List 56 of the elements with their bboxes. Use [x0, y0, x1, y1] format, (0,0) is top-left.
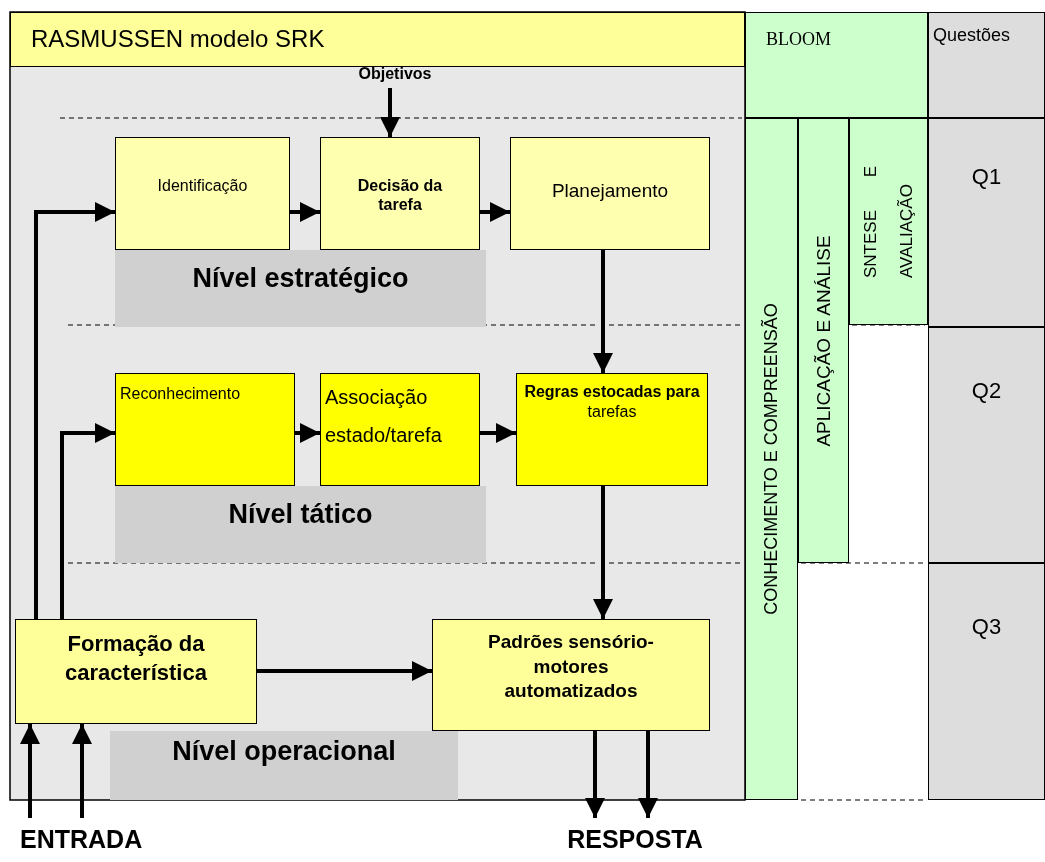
box-label: Q1 — [970, 164, 1003, 191]
arrow — [72, 724, 92, 818]
box-label: Formação da característica — [64, 630, 208, 687]
box-label: Regras estocadas para tarefas — [523, 382, 701, 422]
input-label: ENTRADA — [20, 818, 180, 858]
box-label: Q3 — [970, 614, 1003, 641]
category-column — [798, 118, 849, 563]
arrow — [257, 661, 432, 681]
input-label: Objetivos — [330, 64, 460, 88]
level-label: Nível operacional — [171, 735, 397, 768]
output-label: RESPOSTA — [555, 818, 715, 858]
category-column — [745, 118, 798, 800]
table-header-cell — [745, 12, 928, 118]
arrow — [20, 724, 40, 818]
question-cell — [928, 563, 1045, 800]
process-box — [115, 373, 295, 486]
arrow — [60, 423, 115, 619]
category-label: SNTESE E AVALIAÇÃO — [859, 165, 917, 278]
process-box — [115, 137, 290, 250]
question-cell — [928, 327, 1045, 563]
box-label: BLOOM — [766, 29, 832, 51]
box-label: Padrões sensório-motores automatizados — [487, 630, 655, 704]
category-column — [849, 118, 928, 325]
arrow — [593, 250, 613, 373]
box-label: Planejamento — [550, 180, 670, 203]
arrow — [380, 88, 400, 137]
process-box — [15, 619, 257, 724]
box-label: Identificação — [156, 176, 249, 196]
arrow — [295, 423, 320, 443]
box-label: Reconhecimento — [120, 384, 242, 404]
diagram-title: RASMUSSEN modelo SRK — [31, 25, 325, 53]
box-label: Q2 — [970, 378, 1003, 405]
arrow — [480, 202, 510, 222]
category-label: APLICAÇÃO E ANÁLISE — [812, 233, 835, 449]
level-label: Nível tático — [227, 498, 374, 531]
category-label: CONHECIMENTO E COMPREENSÃO — [760, 302, 782, 617]
question-cell — [928, 118, 1045, 327]
box-label: Decisão da tarefa — [356, 176, 444, 215]
process-box — [320, 373, 480, 486]
arrow — [290, 202, 320, 222]
table-header-cell — [928, 12, 1045, 118]
arrow — [480, 423, 516, 443]
level-label: Nível estratégico — [191, 262, 410, 295]
arrow — [34, 202, 115, 619]
level-band — [115, 486, 486, 563]
box-label: Associação estado/tarefa — [325, 385, 443, 448]
process-box — [320, 137, 480, 250]
box-label: Questões — [933, 25, 1012, 47]
process-box — [510, 137, 710, 250]
level-band — [110, 731, 458, 800]
arrow — [638, 731, 658, 818]
process-box — [432, 619, 710, 731]
arrow — [593, 486, 613, 619]
process-box — [516, 373, 708, 486]
arrow — [585, 731, 605, 818]
level-band — [115, 250, 486, 327]
